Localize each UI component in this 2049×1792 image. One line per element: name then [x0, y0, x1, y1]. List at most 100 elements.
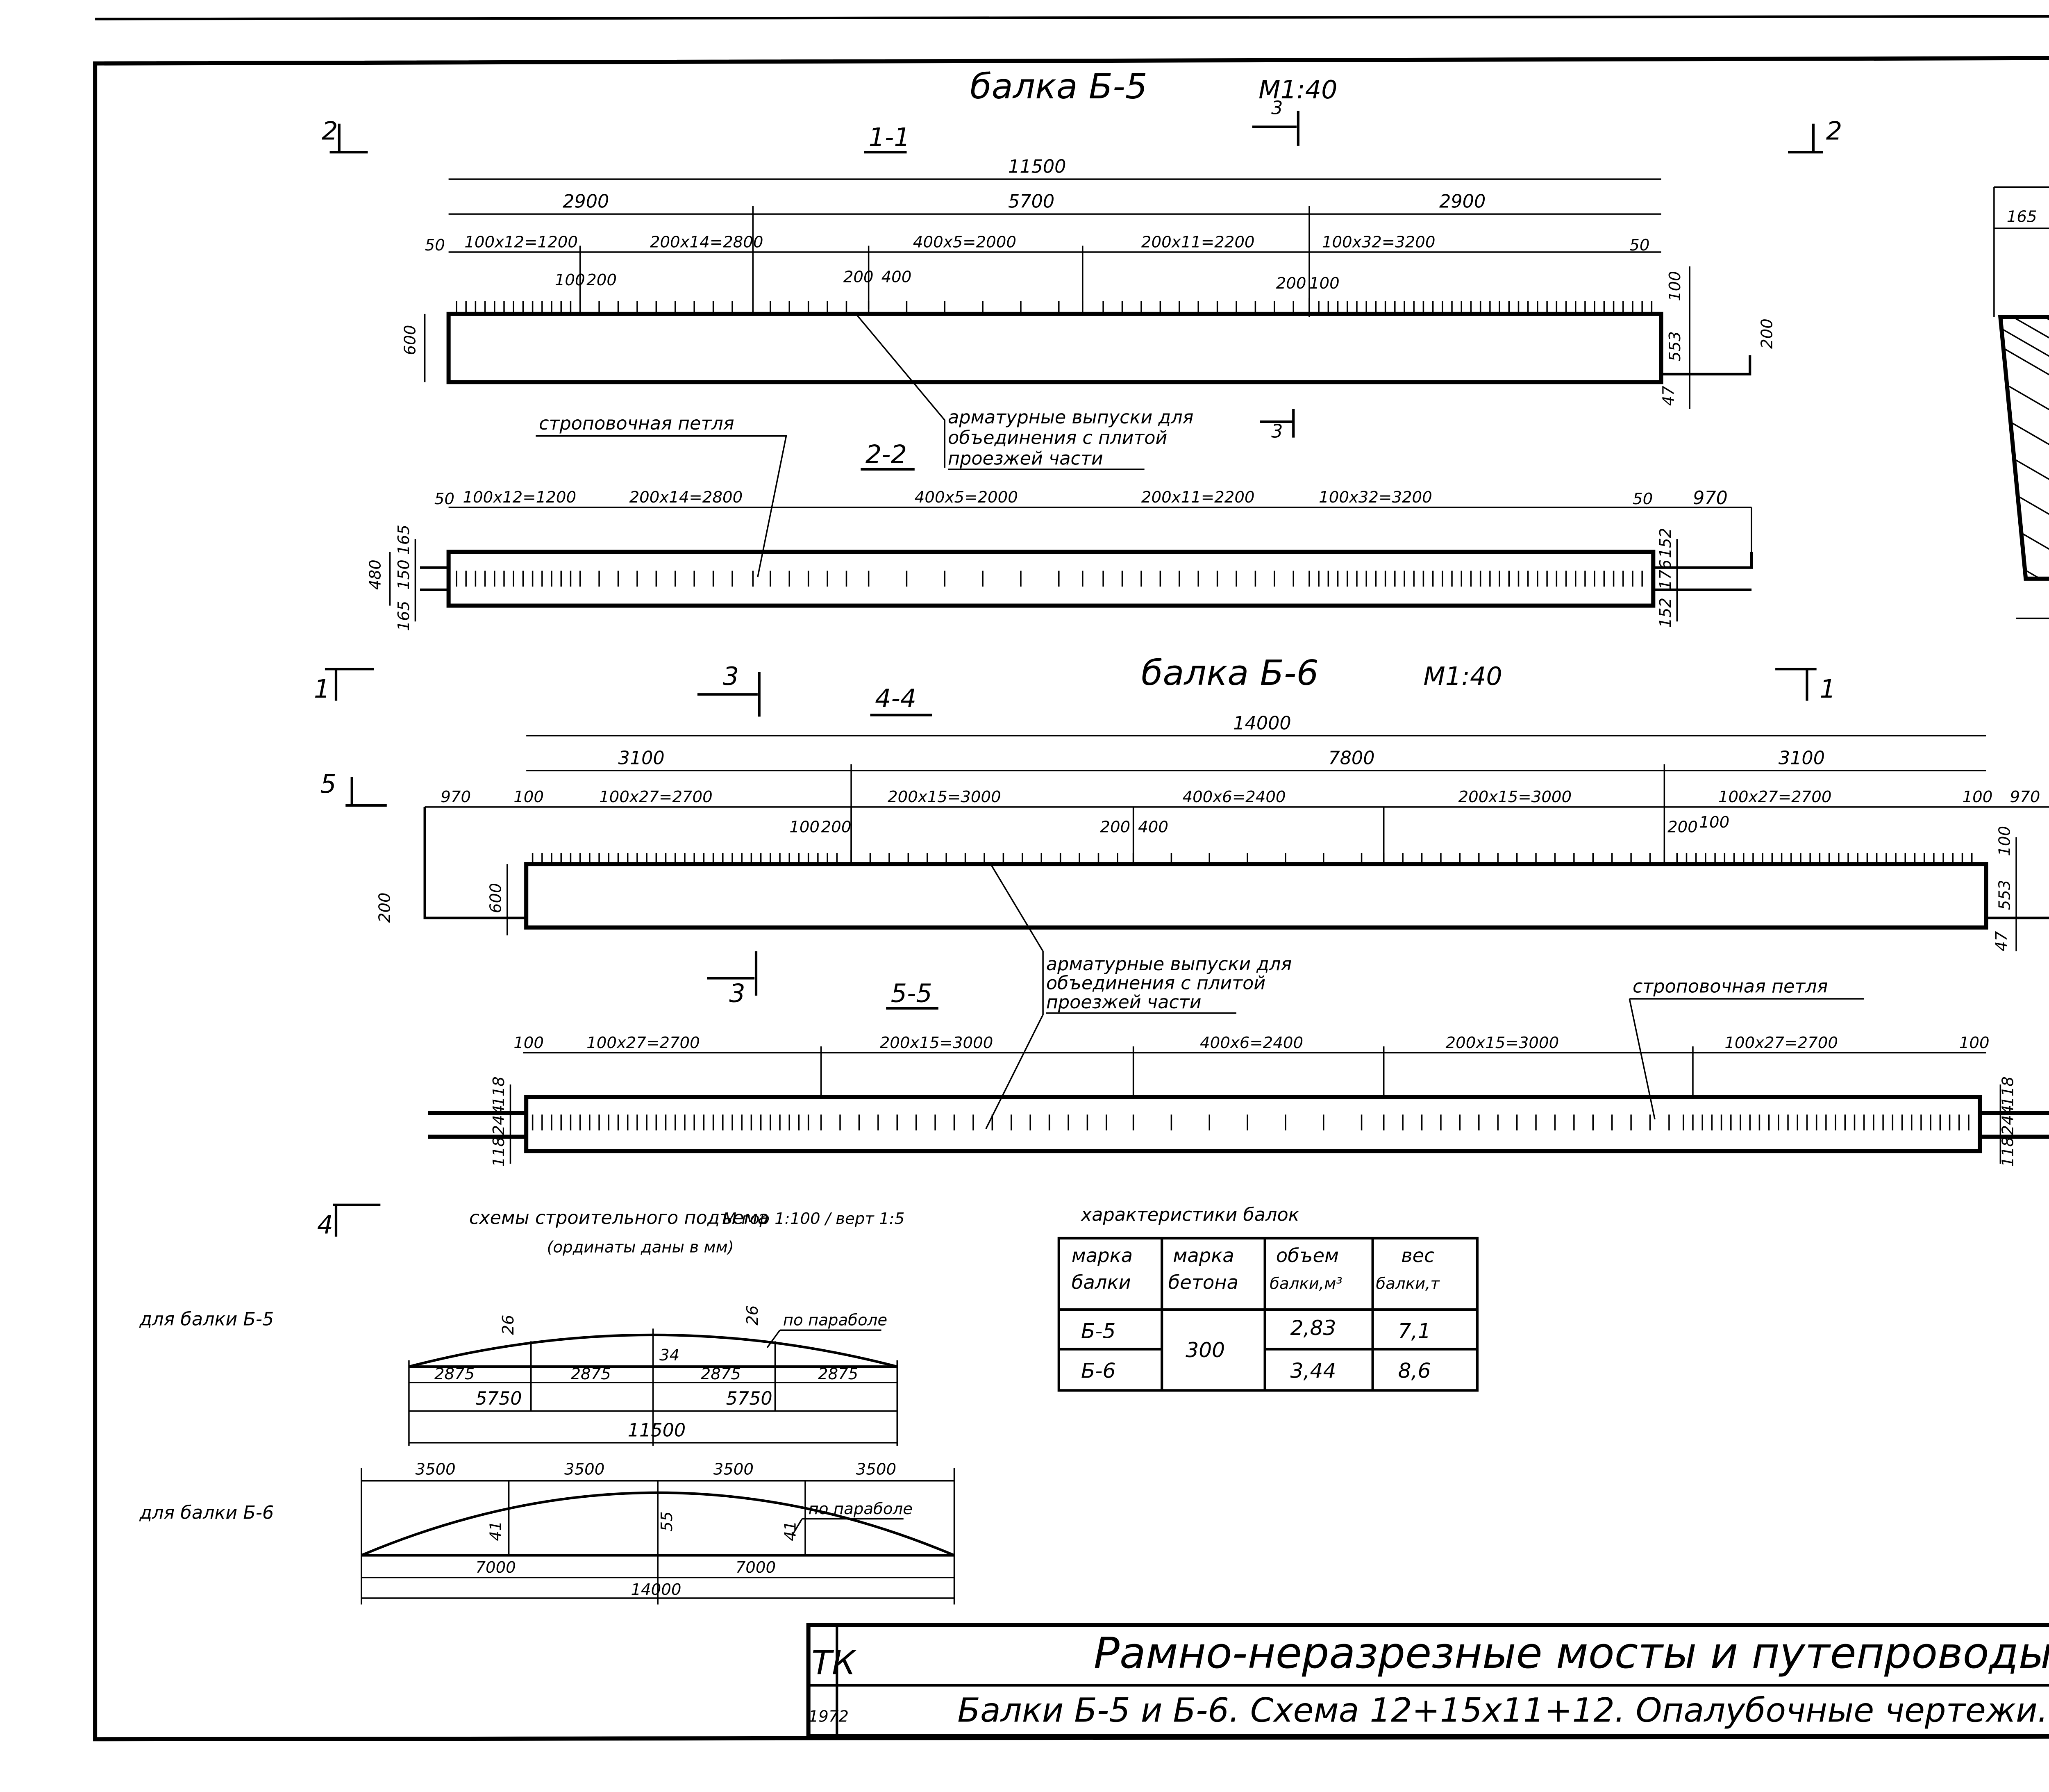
th-weight-1: вес [1401, 1244, 1434, 1267]
b6-step-left: 200 [376, 892, 394, 923]
td-b6-mark: Б-6 [1081, 1358, 1116, 1383]
note-rebar-line2: объединения с плитой [948, 428, 1167, 448]
note-loop-b5: строповочная петля [539, 413, 734, 434]
plan-left-165a: 165 [395, 525, 413, 555]
plan-spacing-1: 100x12=1200 [463, 488, 576, 507]
camber-b5-ord-mid: 34 [659, 1346, 679, 1364]
beam6-title-text: балка Б-6 [1141, 653, 1319, 694]
td-b6-weight: 8,6 [1398, 1358, 1431, 1383]
b6-small-4: 200 [1667, 818, 1698, 837]
section-4-4: 4-4 14000 3100 7800 3100 970 100 100x27=… [376, 684, 2049, 951]
table-title: характеристики балок [1080, 1204, 1299, 1225]
b6-dim-970-left: 970 [441, 788, 471, 806]
section-4-4-label: 4-4 [875, 684, 916, 713]
td-b5-mark: Б-5 [1081, 1319, 1116, 1343]
section-3-3: 3-3 М1:10 480 165 150 165 100 600 340 [1993, 186, 2049, 619]
mark-4-left: 4 [317, 1210, 333, 1239]
b6-plan-spacing-6: 100 [1959, 1034, 1990, 1052]
b6-plan-spacing-0: 100 [513, 1034, 544, 1052]
section-marks: 2 2 1 1 5 5 4 4 3 3 3 3 [314, 98, 1842, 1239]
dim-total: 11500 [1008, 157, 1066, 177]
dim-top-165a: 165 [2007, 208, 2037, 226]
dim-spacing-3: 400x5=2000 [913, 233, 1016, 251]
camber-b5-ord-1: 26 [499, 1315, 518, 1335]
dim-spacing-2: 200x14=2800 [650, 233, 763, 251]
th-mark-1: марка [1072, 1244, 1133, 1267]
dim-small-2: 200 [843, 268, 874, 287]
th-mark-2: балки [1072, 1271, 1131, 1294]
cut3-mark-bottom: 3 [1271, 421, 1283, 442]
beam5-title: балка Б-5 М1:40 [970, 66, 1337, 107]
characteristics-table: характеристики балок марка балки марка б… [1057, 1204, 1479, 1392]
section-1-1: 1-1 11500 2900 5700 2900 50 100x12=1200 … [401, 123, 1776, 409]
camber-schemes: схемы строительного подъема М гор 1:100 … [139, 1208, 955, 1605]
camber-b6-q2: 3500 [564, 1460, 604, 1478]
camber-title: схемы строительного подъема [469, 1208, 769, 1228]
b6-right-100: 100 [1996, 826, 2014, 856]
beam6-scale: М1:40 [1423, 662, 1502, 691]
b6-spacing-0: 100 [513, 788, 544, 806]
b6-dim-total: 14000 [1233, 713, 1291, 734]
b6-right-553: 553 [1996, 880, 2014, 910]
b6-small-5: 100 [1699, 813, 1729, 832]
th-concrete-1: марка [1173, 1244, 1234, 1267]
b6-plan-spacing-2: 200x15=3000 [880, 1034, 993, 1052]
note-rebar-line3: проезжей части [948, 448, 1103, 469]
dim-small-6: 100 [1309, 274, 1340, 293]
cut3-mark-top: 3 [1271, 98, 1283, 118]
beam6-title: балка Б-6 М1:40 [1141, 653, 1502, 694]
dim-small-3: 400 [881, 268, 912, 287]
title-block: М1:40; 1:10 ТК 1972 Рамно-неразрезные мо… [806, 1623, 2049, 1738]
camber-b6-ord-3: 41 [781, 1521, 800, 1541]
b6-spacing-4: 200x15=3000 [1458, 788, 1572, 806]
b6-dim-seg-2: 7800 [1328, 748, 1374, 769]
b6-plan-right-118a: 118 [1999, 1076, 2017, 1107]
plan-spacing-4: 200x11=2200 [1141, 488, 1255, 507]
camber-b6-ord-mid: 55 [658, 1511, 676, 1531]
camber-b5-ord-3: 26 [743, 1305, 762, 1325]
section-5-5-label: 5-5 [891, 979, 932, 1008]
b6-plan-left-244: 244 [490, 1105, 508, 1135]
b6-dim-970-right: 970 [2010, 788, 2040, 806]
dim-spacing-1: 100x12=1200 [464, 233, 578, 251]
dim-right-100: 100 [1666, 271, 1684, 301]
camber-scale: М гор 1:100 / верт 1:5 [723, 1210, 905, 1228]
section-2-2: 2-2 50 100x12=1200 200x14=2800 400x5=200… [366, 439, 1753, 631]
tb-year: 1972 [809, 1708, 849, 1726]
b6-plan-right-118b: 118 [1999, 1137, 2017, 1167]
beam6-notes: арматурные выпуски для объединения с пли… [985, 864, 1864, 1129]
b6-dim-seg-1: 3100 [618, 748, 665, 769]
camber-b5-label: для балки Б-5 [139, 1309, 274, 1330]
camber-b6-q4: 3500 [856, 1460, 896, 1478]
tb-subtitle: Балки Б-5 и Б-6. Схема 12+15х11+12. Опал… [957, 1692, 2048, 1730]
b6-note-rebar-line3: проезжей части [1046, 992, 1202, 1013]
b6-small-2: 200 [1100, 818, 1130, 837]
mark-1-left: 1 [314, 674, 330, 704]
th-concrete-2: бетона [1168, 1271, 1238, 1294]
dim-seg-3: 2900 [1439, 191, 1486, 212]
mark-1-right: 1 [1820, 674, 1835, 704]
plan-spacing-0: 50 [434, 490, 454, 508]
camber-b6-h2: 7000 [736, 1558, 776, 1577]
b6-small-0: 100 [789, 818, 820, 837]
cut3-mark-b6-bottom: 3 [729, 979, 745, 1008]
camber-b6-label: для балки Б-6 [139, 1503, 274, 1524]
b6-spacing-3: 400x6=2400 [1182, 788, 1286, 806]
dim-height: 600 [401, 325, 419, 355]
b6-small-3: 400 [1138, 818, 1168, 837]
section-1-1-label: 1-1 [869, 123, 910, 152]
camber-b5-h2: 5750 [726, 1388, 772, 1409]
b6-plan-right-244: 244 [1999, 1105, 2017, 1135]
camber-b5-q3: 2875 [701, 1365, 741, 1383]
camber-b5-curve: по параболе [783, 1311, 887, 1330]
camber-b5-h1: 5750 [475, 1388, 522, 1409]
b6-plan-spacing-1: 100x27=2700 [586, 1034, 700, 1052]
camber-b6-ord-1: 41 [486, 1521, 505, 1541]
th-volume-1: объем [1276, 1244, 1339, 1267]
b6-plan-left-118a: 118 [490, 1076, 508, 1107]
dim-small-0: 100 [555, 271, 585, 289]
dim-right-47: 47 [1660, 386, 1678, 406]
b6-small-1: 200 [821, 818, 852, 837]
